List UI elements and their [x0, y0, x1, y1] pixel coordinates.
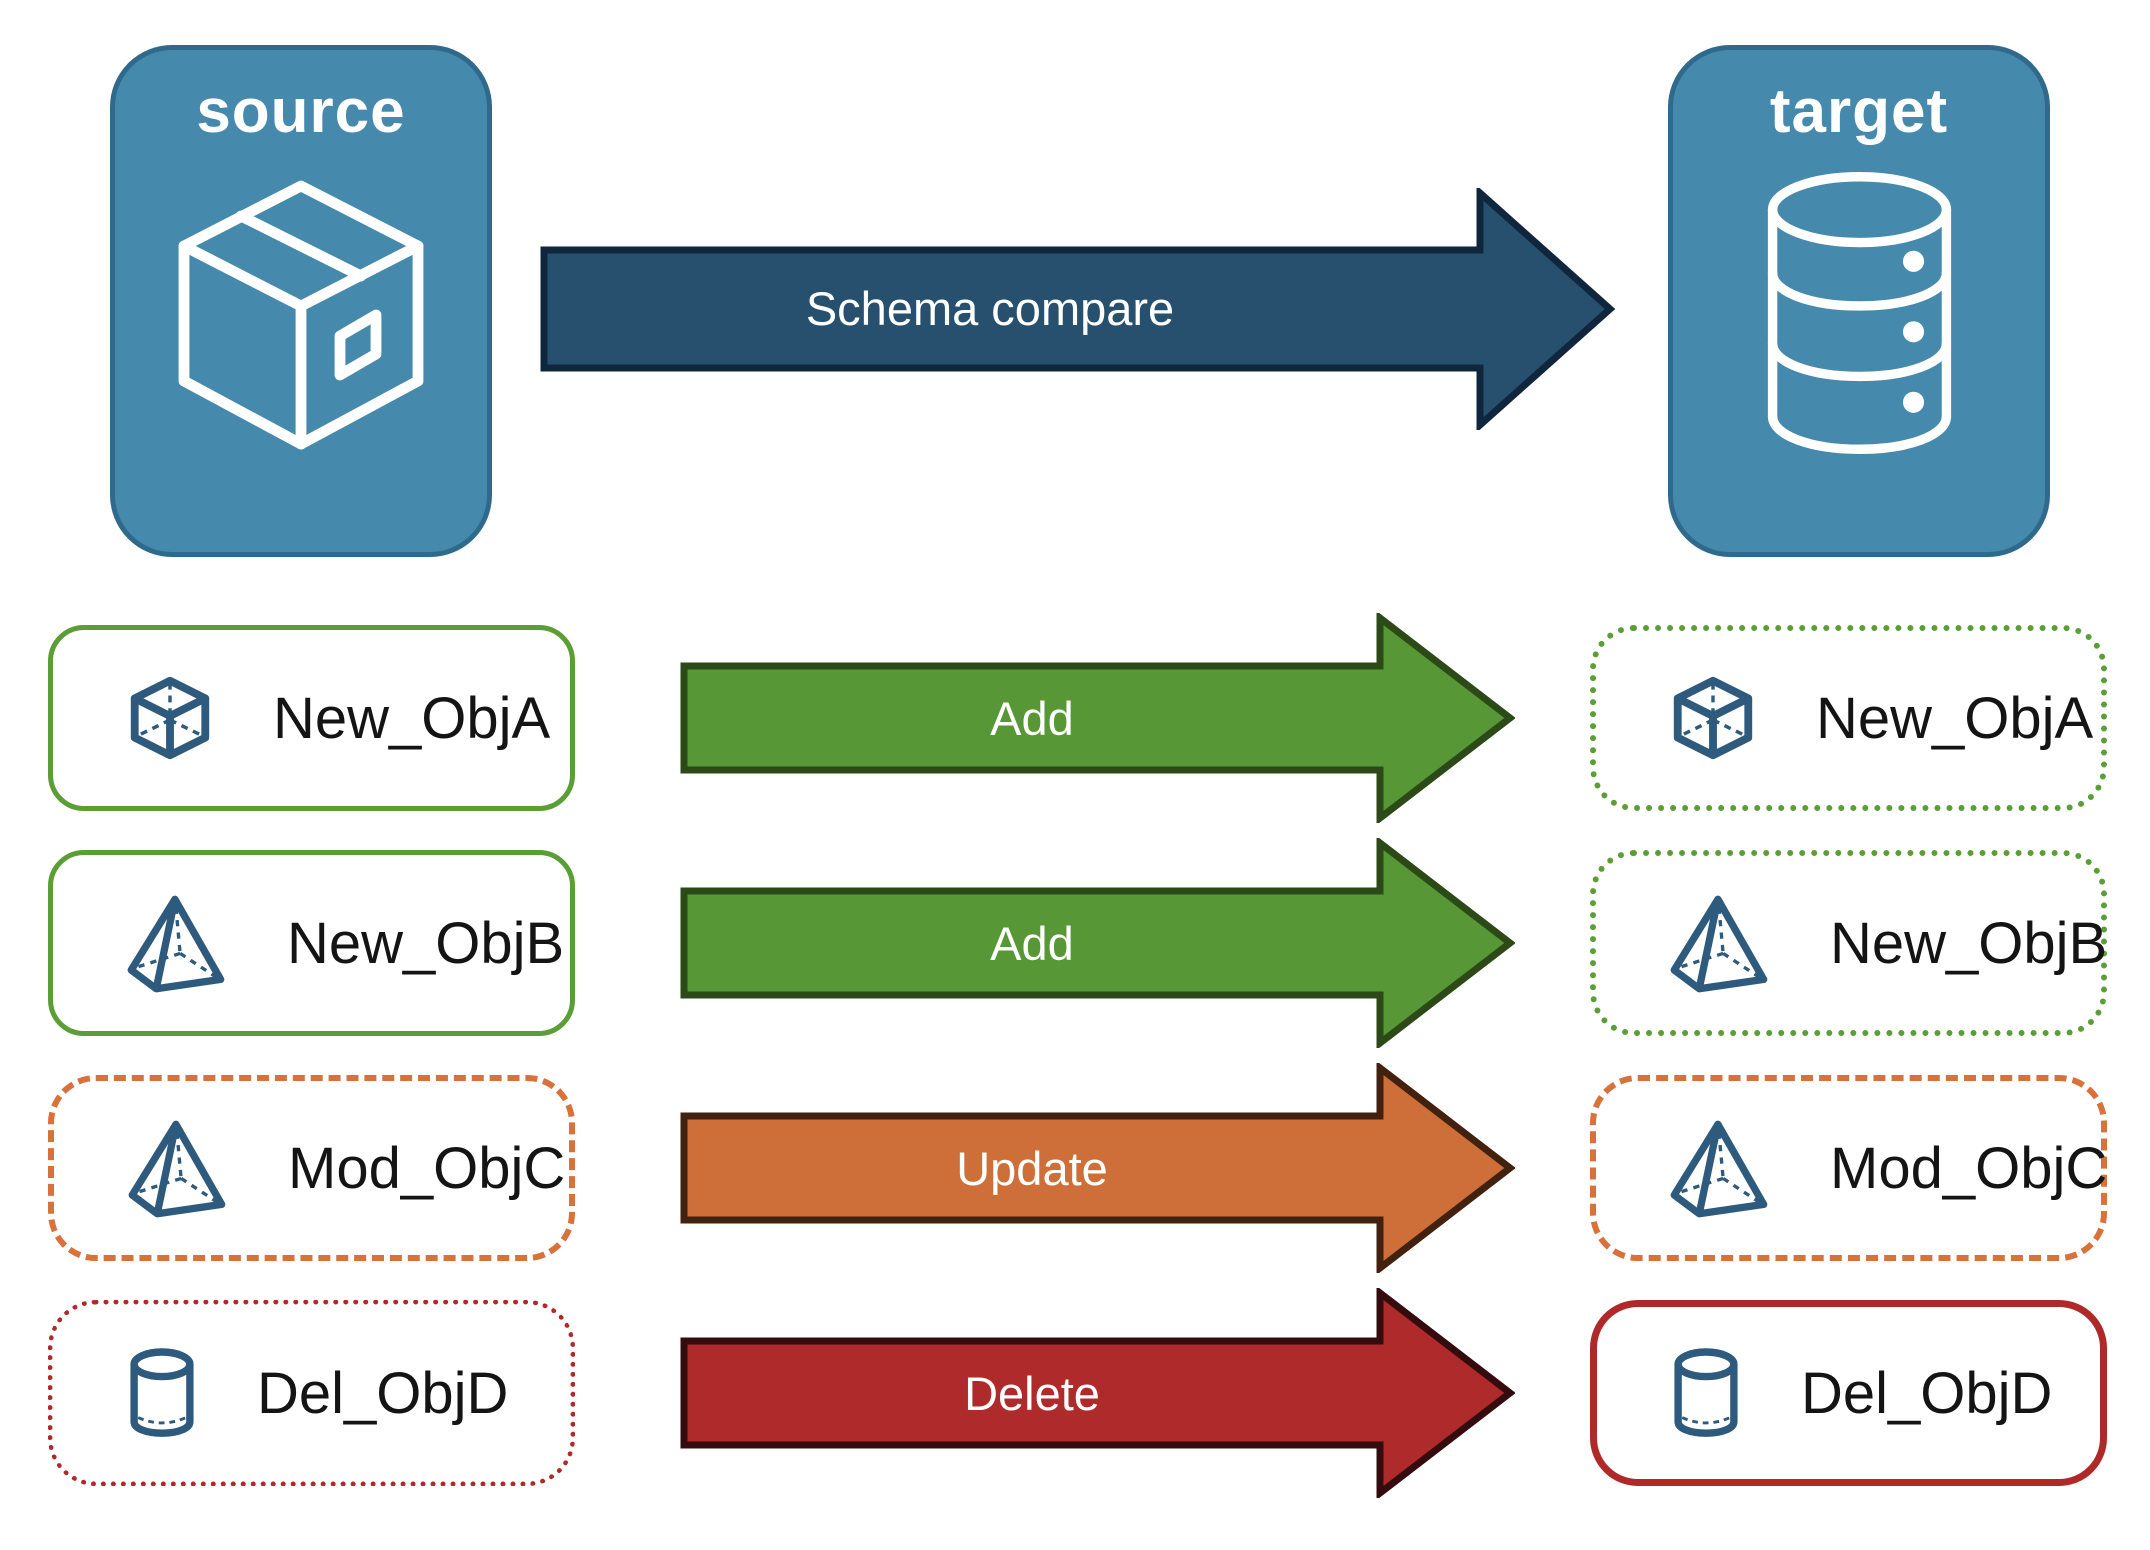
source-box: source: [110, 45, 492, 557]
add-arrow-shape: [680, 613, 1515, 823]
add-arrow-shape: [680, 838, 1515, 1048]
source-object-card-mod-objc: Mod_ObjC: [48, 1075, 575, 1261]
pyramid-icon: [128, 1120, 226, 1218]
object-label: New_ObjB: [287, 910, 565, 976]
add-arrow-row1: Add: [680, 613, 1515, 823]
object-label: New_ObjA: [1816, 685, 2094, 751]
cube-icon: [130, 676, 210, 760]
schema-compare-arrow-shape: [540, 188, 1615, 430]
schema-compare-arrow-label: Schema compare: [806, 282, 1174, 335]
target-object-card-new-objb: New_ObjB: [1590, 850, 2107, 1036]
delete-arrow: Delete: [680, 1288, 1515, 1498]
delete-arrow-label: Delete: [964, 1367, 1100, 1420]
update-arrow-shape: [680, 1063, 1515, 1273]
object-label: Mod_ObjC: [288, 1135, 566, 1201]
add-arrow-label: Add: [990, 692, 1074, 745]
update-arrow-label: Update: [956, 1142, 1108, 1195]
add-arrow-label: Add: [990, 917, 1074, 970]
cylinder-icon: [1674, 1348, 1738, 1437]
pyramid-icon: [1670, 1120, 1768, 1218]
cube-icon: [1673, 676, 1753, 760]
target-object-card-mod-objc: Mod_ObjC: [1590, 1075, 2107, 1261]
object-label: New_ObjA: [273, 685, 551, 751]
update-arrow: Update: [680, 1063, 1515, 1273]
source-object-card-new-obja: New_ObjA: [48, 625, 575, 811]
object-label: Del_ObjD: [257, 1360, 509, 1426]
target-object-card-new-obja: New_ObjA: [1590, 625, 2107, 811]
source-object-card-new-objb: New_ObjB: [48, 850, 575, 1036]
package-icon: [178, 180, 424, 450]
target-box: target: [1668, 45, 2050, 557]
add-arrow-row2: Add: [680, 838, 1515, 1048]
cylinder-icon: [130, 1348, 194, 1437]
pyramid-icon: [1670, 895, 1768, 993]
delete-arrow-shape: [680, 1288, 1515, 1498]
schema-compare-arrow: Schema compare: [540, 188, 1615, 430]
target-label: target: [1769, 77, 1949, 146]
object-label: New_ObjB: [1830, 910, 2108, 976]
pyramid-icon: [127, 895, 225, 993]
target-object-card-del-objd: Del_ObjD: [1590, 1300, 2107, 1486]
object-label: Del_ObjD: [1801, 1360, 2053, 1426]
object-label: Mod_ObjC: [1830, 1135, 2108, 1201]
source-object-card-del-objd: Del_ObjD: [48, 1300, 575, 1486]
database-icon: [1767, 172, 1951, 454]
source-label: source: [196, 77, 406, 146]
